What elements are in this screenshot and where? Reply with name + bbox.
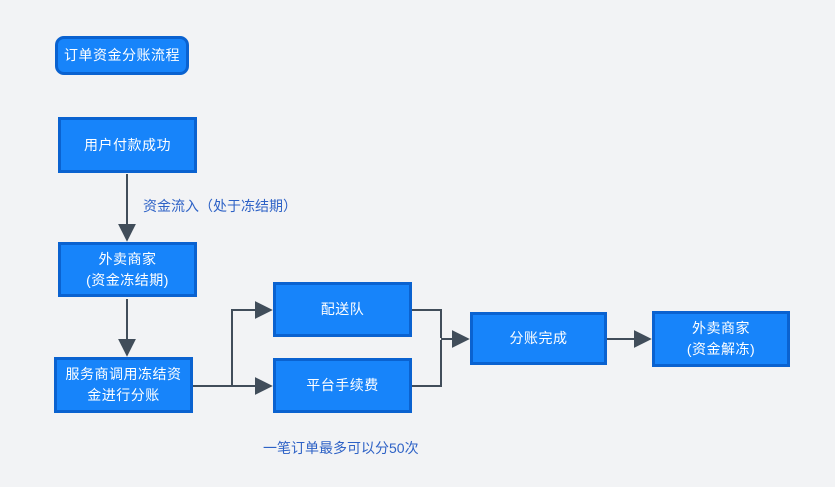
edge-service-to-delivery (193, 301, 273, 387)
node-service-provider-split[interactable]: 服务商调用冻结资 金进行分账 (54, 357, 193, 413)
node-user-payment[interactable]: 用户付款成功 (58, 117, 197, 173)
node-merchant-funds-unfrozen[interactable]: 外卖商家 (资金解冻) (652, 311, 790, 367)
node-platform-fee[interactable]: 平台手续费 (273, 358, 412, 413)
node-merchant-funds-frozen[interactable]: 外卖商家 (资金冻结期) (58, 242, 197, 297)
node-flow-title[interactable]: 订单资金分账流程 (55, 36, 189, 75)
note-max-split-times: 一笔订单最多可以分50次 (263, 440, 419, 456)
node-split-complete[interactable]: 分账完成 (470, 312, 607, 365)
node-delivery-team[interactable]: 配送队 (273, 282, 412, 337)
edge-delivery-merge (412, 309, 442, 338)
edge-label-funds-inflow: 资金流入（处于冻结期） (143, 198, 297, 214)
edge-platform-fee-merge (412, 340, 442, 387)
